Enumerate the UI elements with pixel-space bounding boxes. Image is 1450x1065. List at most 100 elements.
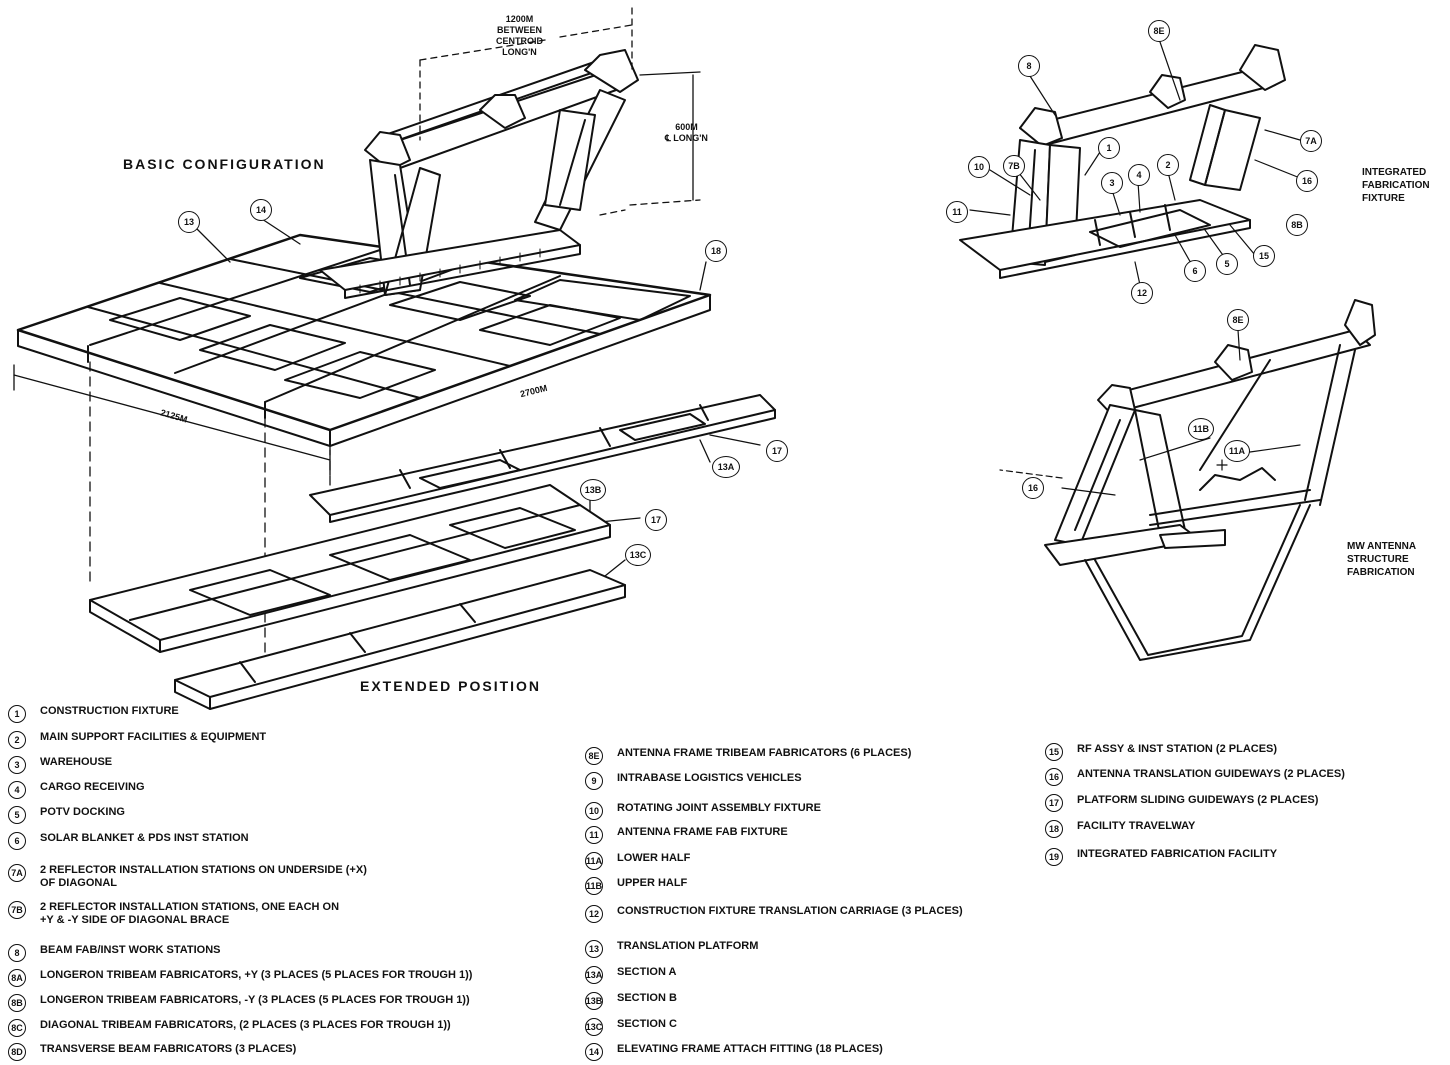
legend-text: DIAGONAL TRIBEAM FABRICATORS, (2 PLACES …	[40, 1019, 451, 1031]
legend-number: 16	[1045, 768, 1063, 786]
mw-antenna-drawing	[999, 299, 1376, 661]
legend-text: 2 REFLECTOR INSTALLATION STATIONS ON UND…	[40, 864, 367, 889]
legend-text: ANTENNA FRAME TRIBEAM FABRICATORS (6 PLA…	[617, 747, 912, 759]
legend-item: 11A LOWER HALF	[585, 852, 690, 870]
legend-item: 18 FACILITY TRAVELWAY	[1045, 820, 1195, 838]
callout-18: 18	[705, 240, 727, 262]
legend-item: 7A 2 REFLECTOR INSTALLATION STATIONS ON U…	[8, 864, 367, 890]
legend-text: TRANSLATION PLATFORM	[617, 940, 759, 952]
legend-item: 10 ROTATING JOINT ASSEMBLY FIXTURE	[585, 802, 821, 820]
legend-number: 11	[585, 826, 603, 844]
legend-number: 6	[8, 832, 26, 850]
callout-13c: 13C	[625, 544, 651, 566]
integrated-fixture-drawing	[959, 41, 1301, 286]
legend-number: 15	[1045, 743, 1063, 761]
legend-item: 6 SOLAR BLANKET & PDS INST STATION	[8, 832, 249, 850]
legend-number: 8B	[8, 994, 26, 1012]
legend-number: 1	[8, 705, 26, 723]
legend-text: SECTION C	[617, 1018, 677, 1030]
legend-number: 18	[1045, 820, 1063, 838]
legend-number: 13A	[585, 966, 603, 984]
legend-number: 9	[585, 772, 603, 790]
legend-item: 12 CONSTRUCTION FIXTURE TRANSLATION CARRI…	[585, 905, 963, 923]
legend-number: 7B	[8, 901, 26, 919]
legend-number: 7A	[8, 864, 26, 882]
callout-r2: 2	[1157, 154, 1179, 176]
callout-r4: 4	[1128, 164, 1150, 186]
legend-text: WAREHOUSE	[40, 756, 113, 768]
legend-number: 8	[8, 944, 26, 962]
legend-item: 13C SECTION C	[585, 1018, 677, 1036]
legend-number: 11A	[585, 852, 603, 870]
legend-text: SOLAR BLANKET & PDS INST STATION	[40, 832, 249, 844]
legend-text: UPPER HALF	[617, 877, 688, 889]
legend-number: 11B	[585, 877, 603, 895]
callout-r1: 1	[1098, 137, 1120, 159]
legend-number: 13B	[585, 992, 603, 1010]
callout-r8: 8	[1018, 55, 1040, 77]
legend-text: LONGERON TRIBEAM FABRICATORS, -Y (3 PLAC…	[40, 994, 470, 1006]
legend-number: 8A	[8, 969, 26, 987]
legend-item: 13A SECTION A	[585, 966, 677, 984]
callout-r3: 3	[1101, 172, 1123, 194]
legend-item: 13B SECTION B	[585, 992, 677, 1010]
legend-text: INTEGRATED FABRICATION FACILITY	[1077, 848, 1278, 860]
callout-r7a: 7A	[1300, 130, 1322, 152]
legend-number: 13C	[585, 1018, 603, 1036]
legend-text: SECTION B	[617, 992, 677, 1004]
legend-text: POTV DOCKING	[40, 806, 125, 818]
legend-number: 13	[585, 940, 603, 958]
callout-17-mid: 17	[645, 509, 667, 531]
legend-text: LOWER HALF	[617, 852, 691, 864]
legend-item: 11 ANTENNA FRAME FAB FIXTURE	[585, 826, 788, 844]
legend-item: 11B UPPER HALF	[585, 877, 687, 895]
legend-text: FACILITY TRAVELWAY	[1077, 820, 1196, 832]
callout-r5: 5	[1216, 253, 1238, 275]
legend-item: 8A LONGERON TRIBEAM FABRICATORS, +Y (3 PL…	[8, 969, 472, 987]
callout-13: 13	[178, 211, 200, 233]
integrated-fixture-title: INTEGRATED FABRICATION FIXTURE	[1362, 167, 1430, 204]
extended-position-title: EXTENDED POSITION	[360, 678, 542, 694]
legend-text: MAIN SUPPORT FACILITIES & EQUIPMENT	[40, 731, 267, 743]
callout-r8b: 8B	[1286, 214, 1308, 236]
callout-r10: 10	[968, 156, 990, 178]
legend-number: 10	[585, 802, 603, 820]
legend-text: CONSTRUCTION FIXTURE TRANSLATION CARRIAG…	[617, 905, 963, 917]
legend-text: LONGERON TRIBEAM FABRICATORS, +Y (3 PLAC…	[40, 969, 473, 981]
legend-number: 12	[585, 905, 603, 923]
callout-r16: 16	[1296, 170, 1318, 192]
legend-text: INTRABASE LOGISTICS VEHICLES	[617, 772, 802, 784]
callout-r12: 12	[1131, 282, 1153, 304]
legend-item: 13 TRANSLATION PLATFORM	[585, 940, 758, 958]
construction-fixture	[319, 49, 639, 299]
legend-text: ROTATING JOINT ASSEMBLY FIXTURE	[617, 802, 821, 814]
callout-r7b: 7B	[1003, 155, 1025, 177]
legend-text: ELEVATING FRAME ATTACH FITTING (18 PLACE…	[617, 1043, 883, 1055]
legend-number: 3	[8, 756, 26, 774]
basic-configuration-title: BASIC CONFIGURATION	[123, 156, 326, 172]
legend-text: ANTENNA FRAME FAB FIXTURE	[617, 826, 788, 838]
legend-number: 19	[1045, 848, 1063, 866]
callout-r15: 15	[1253, 245, 1275, 267]
legend-number: 8E	[585, 747, 603, 765]
extended-platform	[89, 394, 776, 710]
long-dimension-label: 600M ℄ LONG'N	[665, 122, 708, 143]
callout-r8e: 8E	[1148, 20, 1170, 42]
callout-r6: 6	[1184, 260, 1206, 282]
centroid-dimension-label: 1200M BETWEEN CENTROID LONG'N	[496, 14, 543, 57]
callout-13b: 13B	[580, 479, 606, 501]
callout-m11a: 11A	[1224, 440, 1250, 462]
legend-text: SECTION A	[617, 966, 677, 978]
callout-m16: 16	[1022, 477, 1044, 499]
